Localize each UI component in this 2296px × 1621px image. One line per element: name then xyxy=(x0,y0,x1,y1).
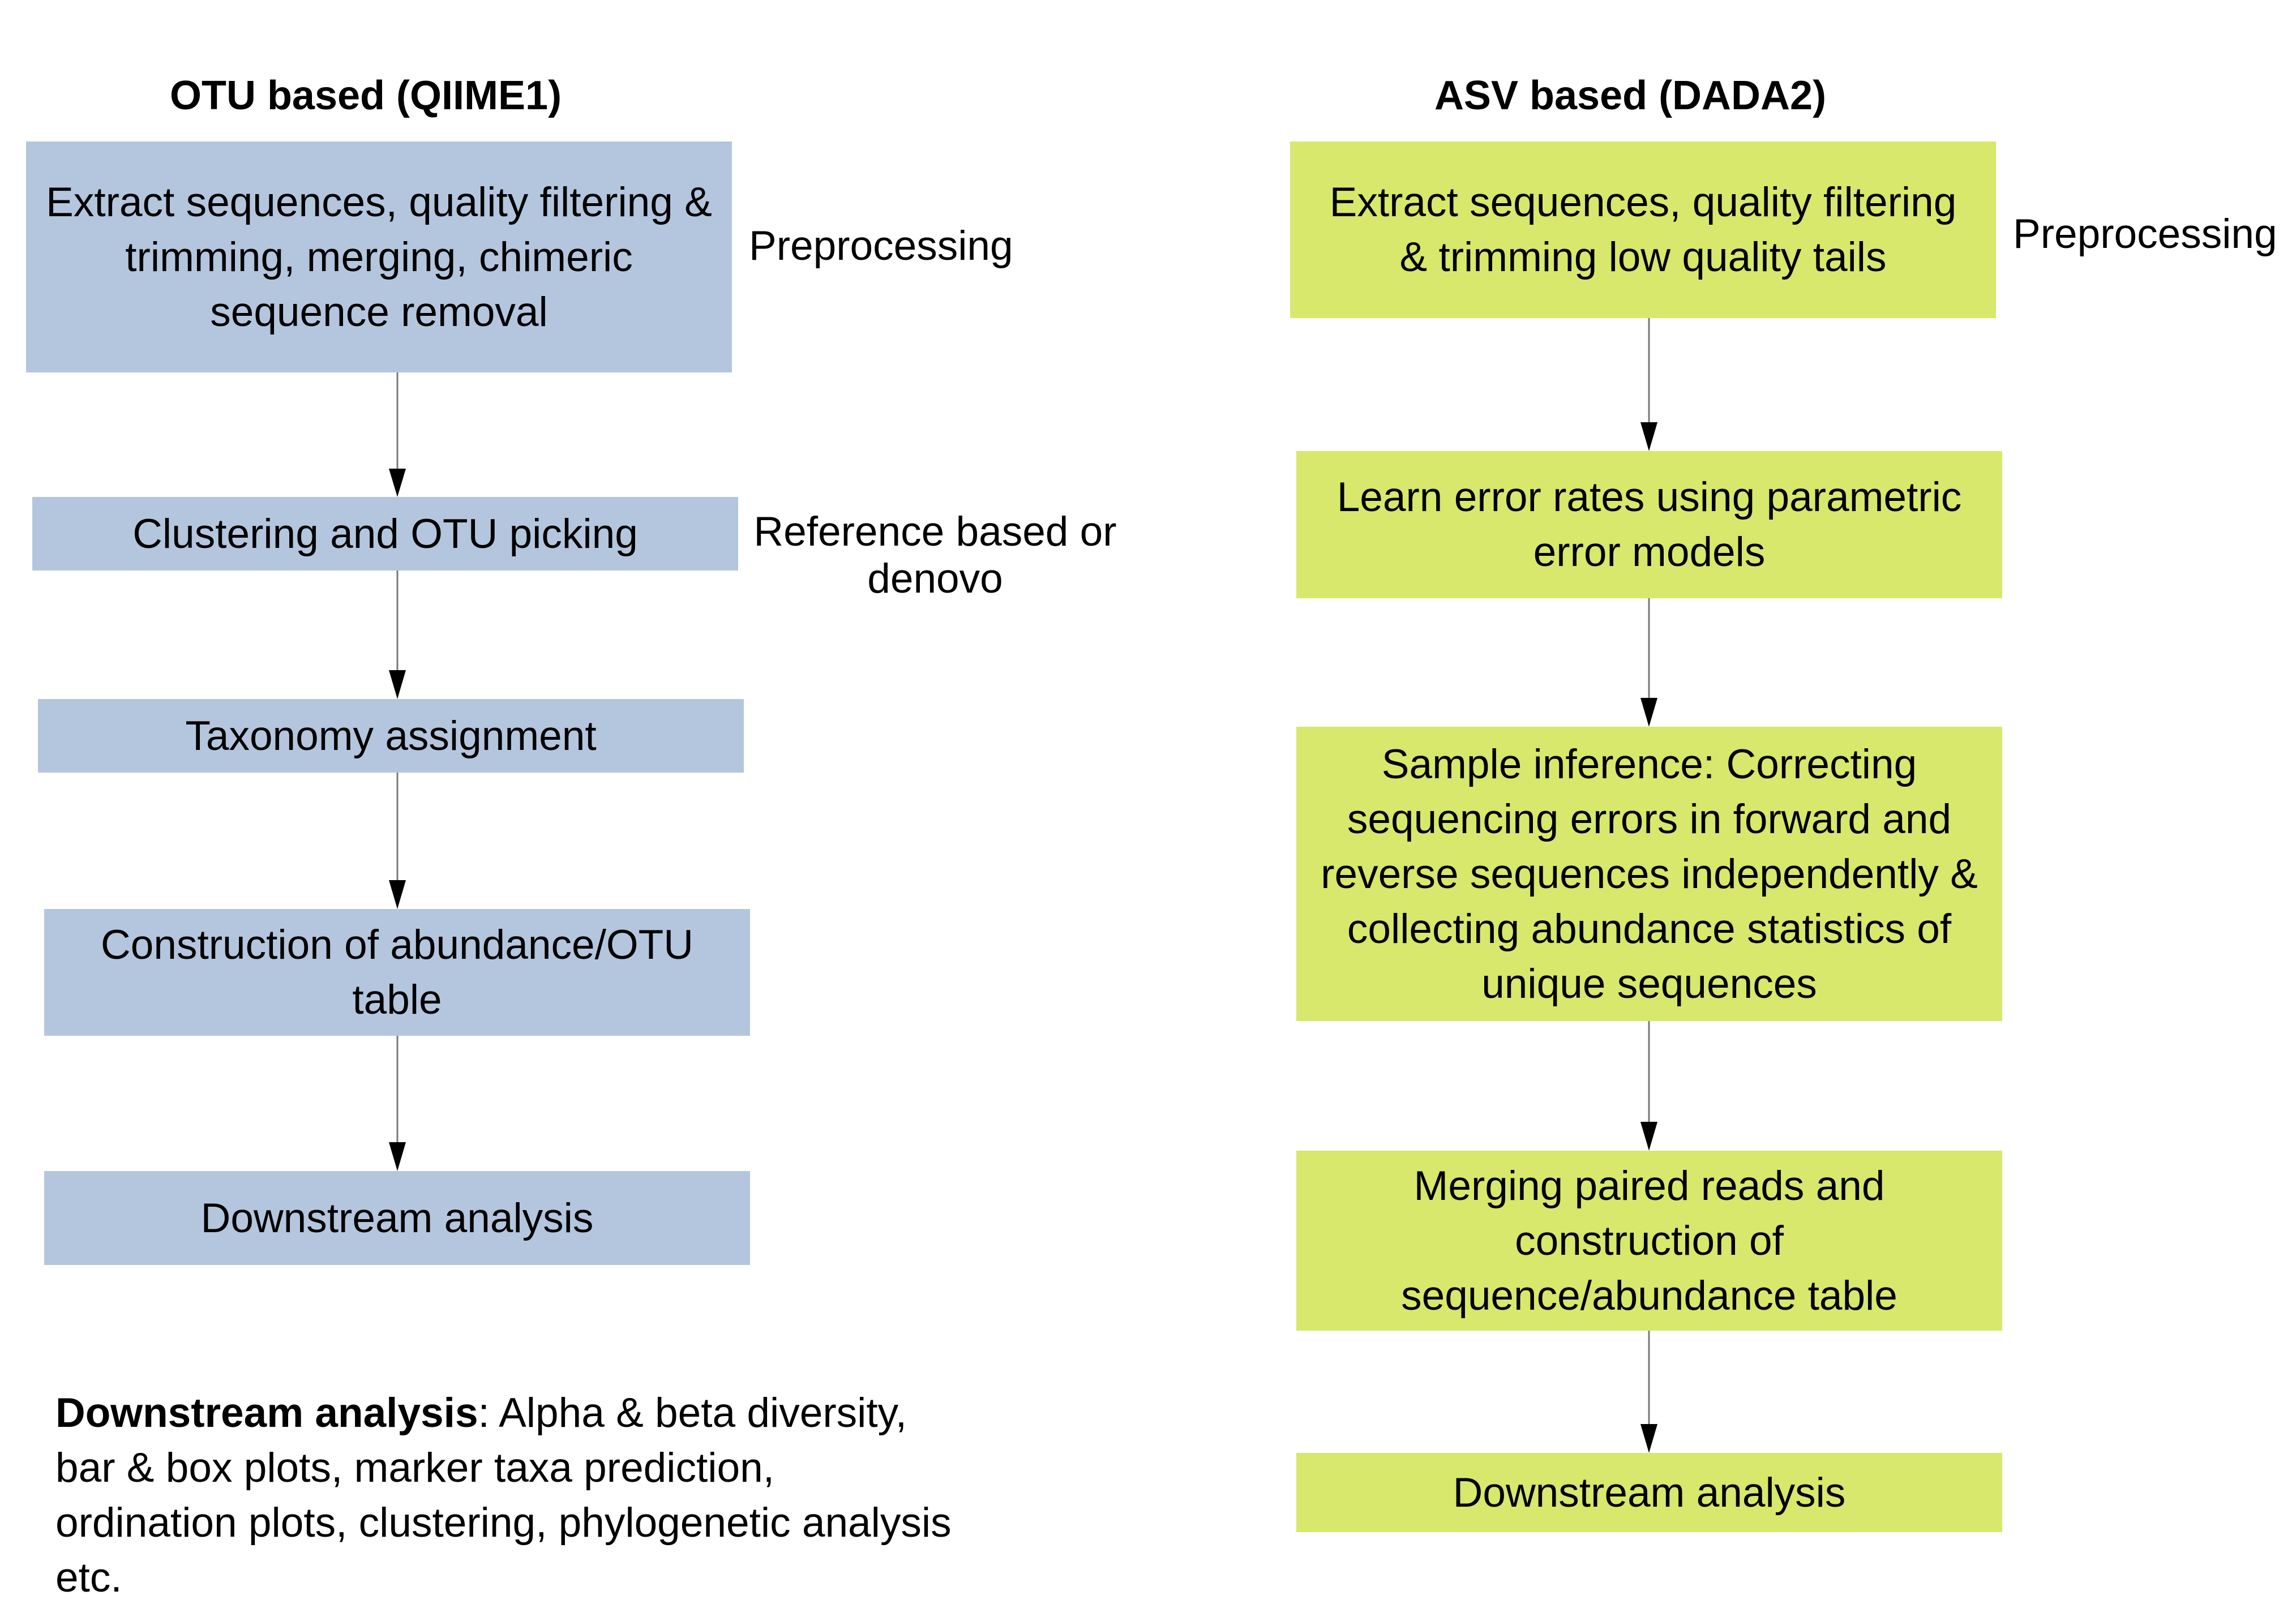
asv-step-preprocessing-label: Extract sequences, quality filtering & t… xyxy=(1329,179,1957,280)
asv-preprocessing-note: Preprocessing xyxy=(2013,211,2277,257)
downstream-analysis-footnote: Downstream analysis: Alpha & beta divers… xyxy=(55,1386,961,1605)
otu-step-abundance-table: Construction of abundance/OTU table xyxy=(44,909,750,1036)
arrow-head xyxy=(389,1142,406,1171)
otu-step-preprocessing: Extract sequences, quality filtering & t… xyxy=(26,141,732,372)
arrow-head xyxy=(389,469,406,497)
asv-step-sample-inference: Sample inference: Correcting sequencing … xyxy=(1296,727,2002,1021)
otu-step-preprocessing-label: Extract sequences, quality filtering & t… xyxy=(46,179,712,335)
otu-step-clustering-label: Clustering and OTU picking xyxy=(132,511,638,557)
arrow-head xyxy=(1640,422,1657,451)
asv-step-preprocessing: Extract sequences, quality filtering & t… xyxy=(1290,141,1996,318)
arrow-head xyxy=(389,670,406,699)
otu-clustering-note-line1: Reference based or xyxy=(753,509,1117,555)
asv-step-downstream-label: Downstream analysis xyxy=(1453,1469,1846,1516)
asv-step-merging-label: Merging paired reads and construction of… xyxy=(1401,1163,1897,1319)
arrow-head xyxy=(1640,1122,1657,1151)
otu-step-taxonomy: Taxonomy assignment xyxy=(38,699,744,773)
otu-step-taxonomy-label: Taxonomy assignment xyxy=(185,713,597,759)
otu-preprocessing-note: Preprocessing xyxy=(749,223,1013,269)
arrow-head xyxy=(1640,1424,1657,1453)
otu-column-title: OTU based (QIIME1) xyxy=(169,73,562,118)
asv-step-downstream: Downstream analysis xyxy=(1296,1453,2002,1532)
asv-step-error-rates-label: Learn error rates using parametric error… xyxy=(1337,474,1962,575)
otu-clustering-note-line2: denovo xyxy=(867,556,1003,602)
asv-step-error-rates: Learn error rates using parametric error… xyxy=(1296,451,2002,598)
footnote-text: : Alpha & beta diversity, bar & box plot… xyxy=(55,1390,952,1601)
arrow-head xyxy=(389,880,406,909)
otu-step-downstream: Downstream analysis xyxy=(44,1171,750,1265)
otu-step-abundance-table-label: Construction of abundance/OTU table xyxy=(101,922,693,1023)
otu-step-clustering: Clustering and OTU picking xyxy=(32,497,738,571)
otu-step-downstream-label: Downstream analysis xyxy=(200,1195,594,1241)
otu-clustering-note: Reference based or denovo xyxy=(749,508,1121,602)
arrow-head xyxy=(1640,698,1657,727)
footnote-bold-term: Downstream analysis xyxy=(55,1390,478,1436)
asv-step-merging: Merging paired reads and construction of… xyxy=(1296,1151,2002,1331)
asv-step-sample-inference-label: Sample inference: Correcting sequencing … xyxy=(1321,741,1978,1007)
asv-column-title: ASV based (DADA2) xyxy=(1434,73,1827,118)
